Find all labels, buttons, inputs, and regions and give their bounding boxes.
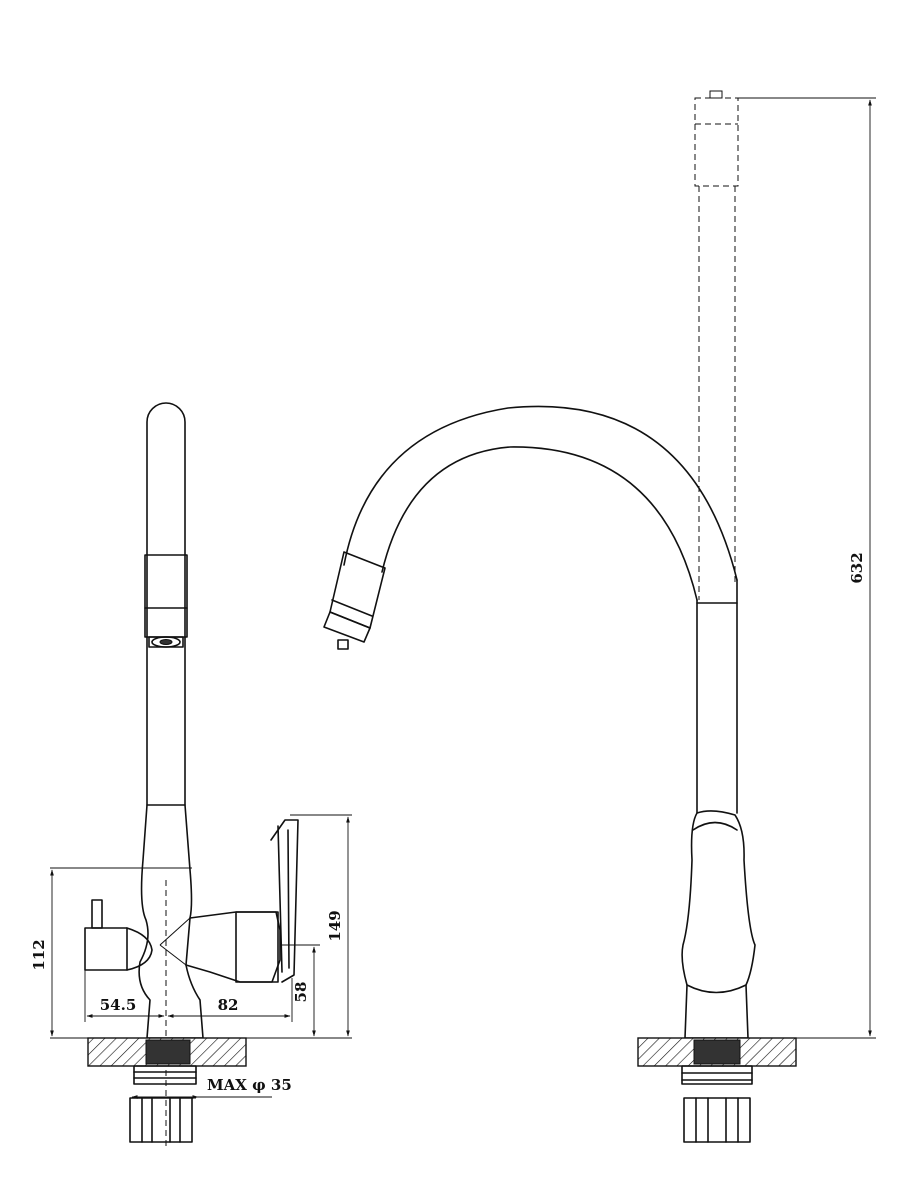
dim-632-label: 632 xyxy=(848,552,866,583)
side-view xyxy=(84,402,299,1150)
front-raised-outline xyxy=(694,90,739,600)
front-faucet-body xyxy=(681,810,756,1039)
dim-82-label: 82 xyxy=(218,996,239,1014)
dim-max-hole-label: MAX φ 35 xyxy=(207,1076,292,1094)
dim-58-label: 58 xyxy=(292,982,310,1003)
dim-149-label: 149 xyxy=(326,910,344,941)
side-faucet-body xyxy=(138,804,204,1039)
side-valve-knob xyxy=(84,927,128,971)
side-spray-head xyxy=(144,554,188,638)
front-dimensions: 632 xyxy=(738,97,876,1039)
side-dimensions: 112 149 58 54.5 82 MAX φ 35 xyxy=(30,814,352,1099)
front-spout-arc xyxy=(343,405,738,581)
side-shank xyxy=(133,1065,197,1085)
front-view xyxy=(323,90,797,1143)
dim-112-label: 112 xyxy=(30,939,48,970)
side-spout-tube xyxy=(146,402,186,806)
front-shank xyxy=(681,1065,753,1085)
dim-54-5-label: 54.5 xyxy=(100,996,137,1014)
front-spray-head xyxy=(323,551,386,650)
side-lever-handle xyxy=(185,911,281,983)
